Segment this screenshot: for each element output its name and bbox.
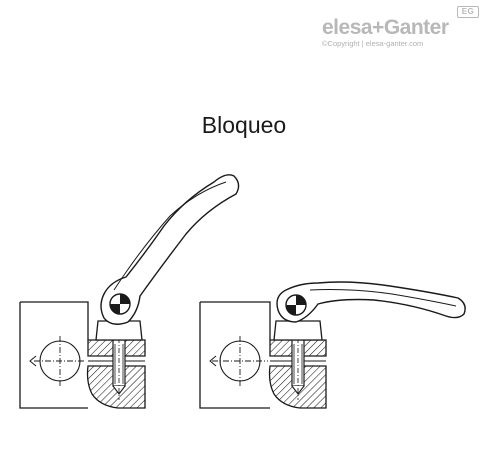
right-base-block <box>199 301 271 409</box>
right-cam-body <box>273 320 323 341</box>
left-lever <box>100 174 240 325</box>
brand-copyright: ©Copyright | elesa-ganter.com <box>322 39 424 48</box>
left-assembly <box>19 174 240 409</box>
diagram-title: Bloqueo <box>201 112 287 138</box>
right-lever <box>276 281 466 323</box>
left-base-block <box>19 301 89 409</box>
brand-name: elesa+Ganter <box>322 16 449 39</box>
brand-logo: elesa+Ganter EG ©Copyright | elesa-gante… <box>318 6 484 50</box>
right-assembly <box>199 281 466 409</box>
brand-badge: EG <box>457 6 479 18</box>
